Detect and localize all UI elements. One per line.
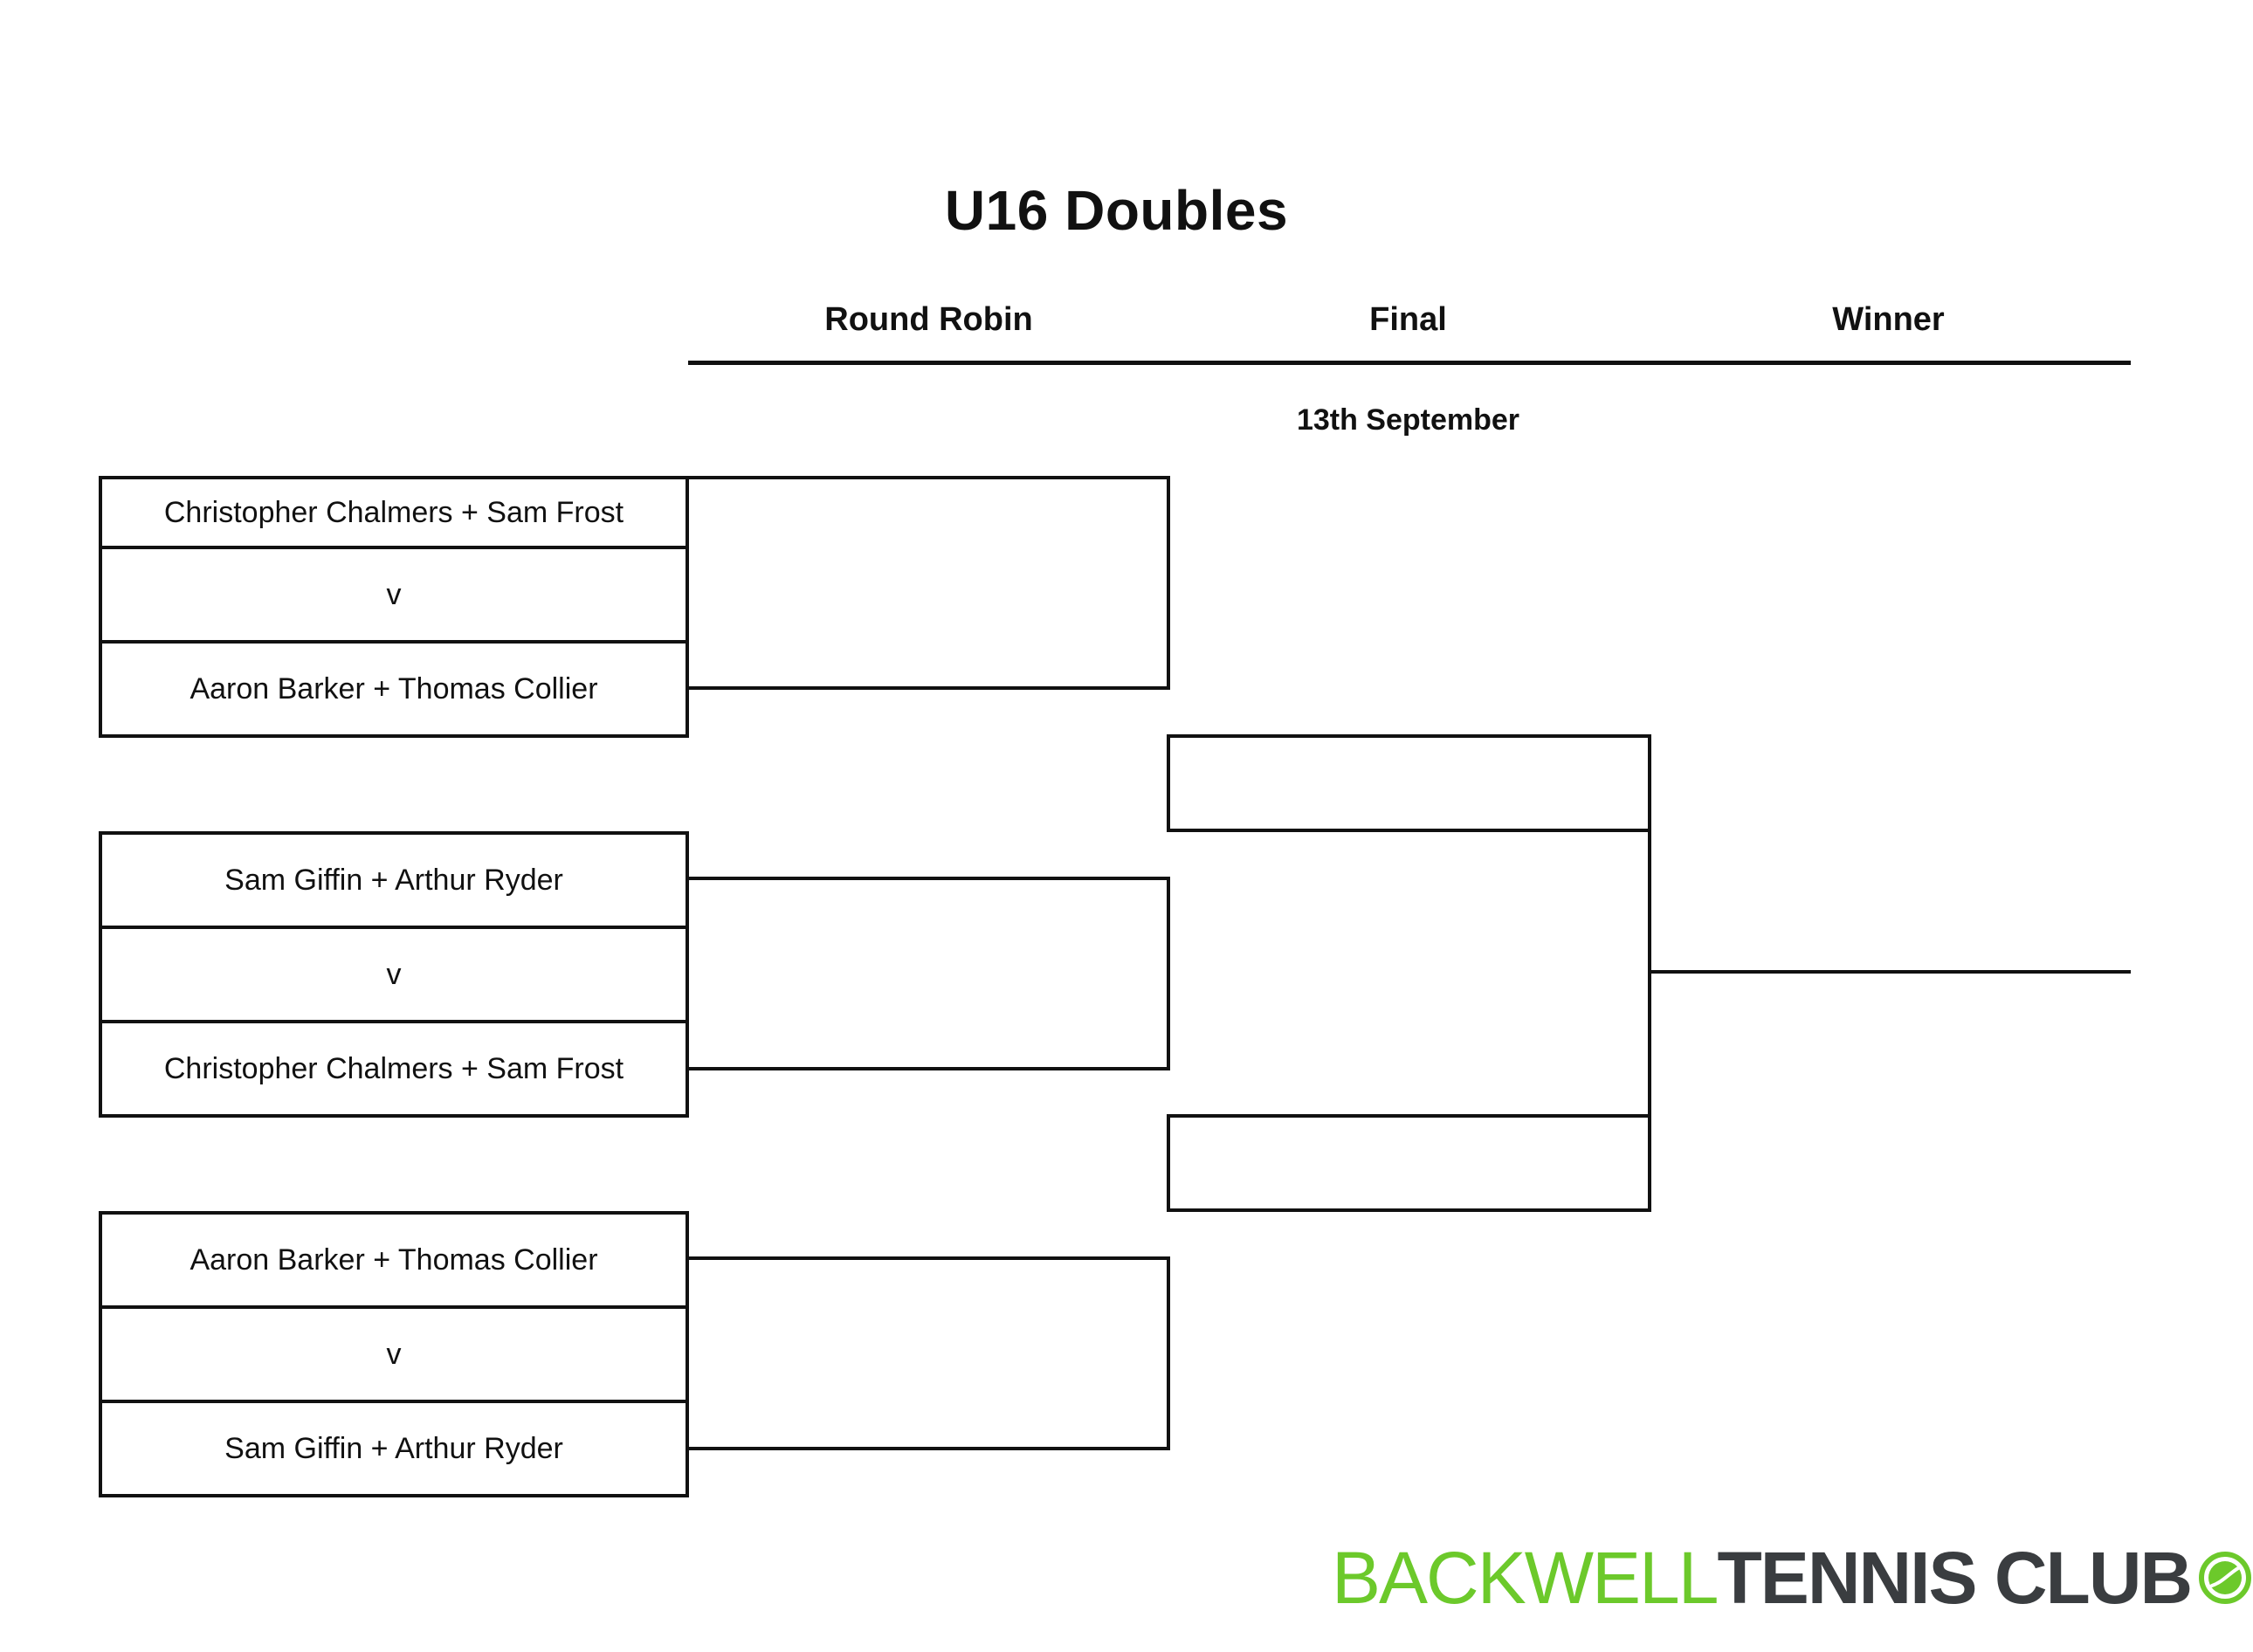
- match-2-team-a: Sam Giffin + Arthur Ryder: [99, 831, 689, 929]
- match-2-versus: v: [99, 926, 689, 1023]
- bracket-line-match-3-bottom: [686, 1447, 1170, 1450]
- winner-line: [1648, 970, 2131, 974]
- bracket-line-match-3-vertical: [1167, 1256, 1170, 1450]
- column-header-round-robin: Round Robin: [824, 301, 1033, 338]
- final-slot-bottom: [1167, 1114, 1651, 1212]
- match-1-team-b: Aaron Barker + Thomas Collier: [99, 640, 689, 738]
- bracket-line-match-3-top: [686, 1256, 1170, 1260]
- logo-word-tennis-club: TENNIS CLUB: [1717, 1536, 2194, 1619]
- column-header-winner: Winner: [1832, 301, 1945, 338]
- match-3-team-a: Aaron Barker + Thomas Collier: [99, 1211, 689, 1309]
- bracket-line-match-1-vertical: [1167, 476, 1170, 690]
- final-slot-top: [1167, 734, 1651, 832]
- tennis-ball-icon: [2199, 1552, 2252, 1604]
- club-logo: BACKWELL TENNIS CLUB: [1332, 1537, 2252, 1619]
- bracket-line-match-1-top: [686, 476, 1170, 479]
- bracket-line-match-2-bottom: [686, 1067, 1170, 1070]
- bracket-line-match-2-top: [686, 877, 1170, 880]
- logo-word-backwell: BACKWELL: [1332, 1536, 1719, 1619]
- match-3-versus: v: [99, 1305, 689, 1403]
- bracket-line-match-2-vertical: [1167, 877, 1170, 1070]
- page-title: U16 Doubles: [944, 179, 1289, 242]
- header-divider: [688, 361, 2131, 365]
- final-date: 13th September: [1296, 403, 1520, 437]
- column-header-final: Final: [1369, 301, 1447, 338]
- match-3-team-b: Sam Giffin + Arthur Ryder: [99, 1400, 689, 1497]
- bracket-line-match-1-bottom: [686, 686, 1170, 690]
- match-1-team-a: Christopher Chalmers + Sam Frost: [99, 476, 689, 549]
- match-1-versus: v: [99, 546, 689, 644]
- match-2-team-b: Christopher Chalmers + Sam Frost: [99, 1020, 689, 1118]
